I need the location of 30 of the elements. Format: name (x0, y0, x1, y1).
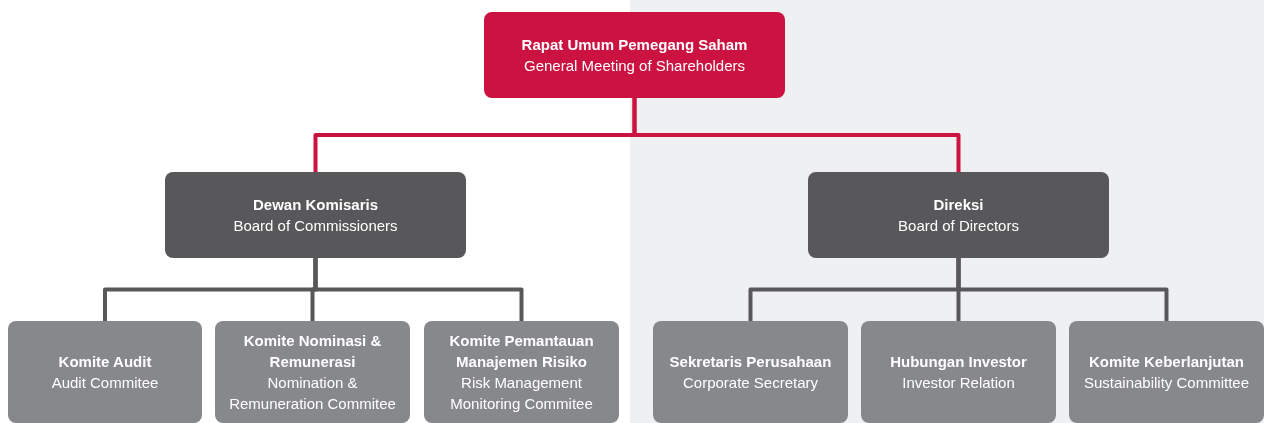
org-box (424, 321, 619, 423)
org-box (653, 321, 848, 423)
unit-title: Dewan Komisaris (252, 195, 378, 215)
unit-title: Hubungan Investor (890, 352, 1027, 372)
unit-subtitle: Board of Directors (898, 216, 1019, 236)
org-box (808, 172, 1109, 258)
connector-line (956, 258, 1169, 321)
unit-title: Komite Pemantauan Manajemen Risiko (448, 331, 595, 372)
unit-title: Komite Nominasi & Remunerasi (242, 331, 383, 372)
unit-title: Rapat Umum Pemegang Saham (521, 35, 748, 55)
org-box (215, 321, 410, 423)
org-box (165, 172, 466, 258)
org-box (1069, 321, 1264, 423)
unit-subtitle: Investor Relation (902, 373, 1015, 393)
unit-title: Komite Audit (58, 352, 152, 372)
org-box (861, 321, 1056, 423)
unit-title: Direksi (933, 195, 984, 215)
unit-subtitle: Board of Commissioners (233, 216, 398, 236)
org-box (484, 12, 785, 98)
unit-subtitle: Sustainability Committee (1083, 373, 1250, 393)
unit-subtitle: General Meeting of Shareholders (524, 56, 745, 76)
unit-title: Sekretaris Perusahaan (669, 352, 832, 372)
connector-line (632, 98, 961, 172)
unit-subtitle: Corporate Secretary (682, 373, 819, 393)
unit-subtitle: Audit Commitee (51, 373, 159, 393)
org-box (8, 321, 202, 423)
connector-line (313, 258, 524, 321)
unit-subtitle: Risk Management Monitoring Commitee (449, 373, 594, 414)
unit-subtitle: Nomination & Remuneration Commitee (228, 373, 397, 414)
unit-title: Komite Keberlanjutan (1089, 352, 1244, 372)
